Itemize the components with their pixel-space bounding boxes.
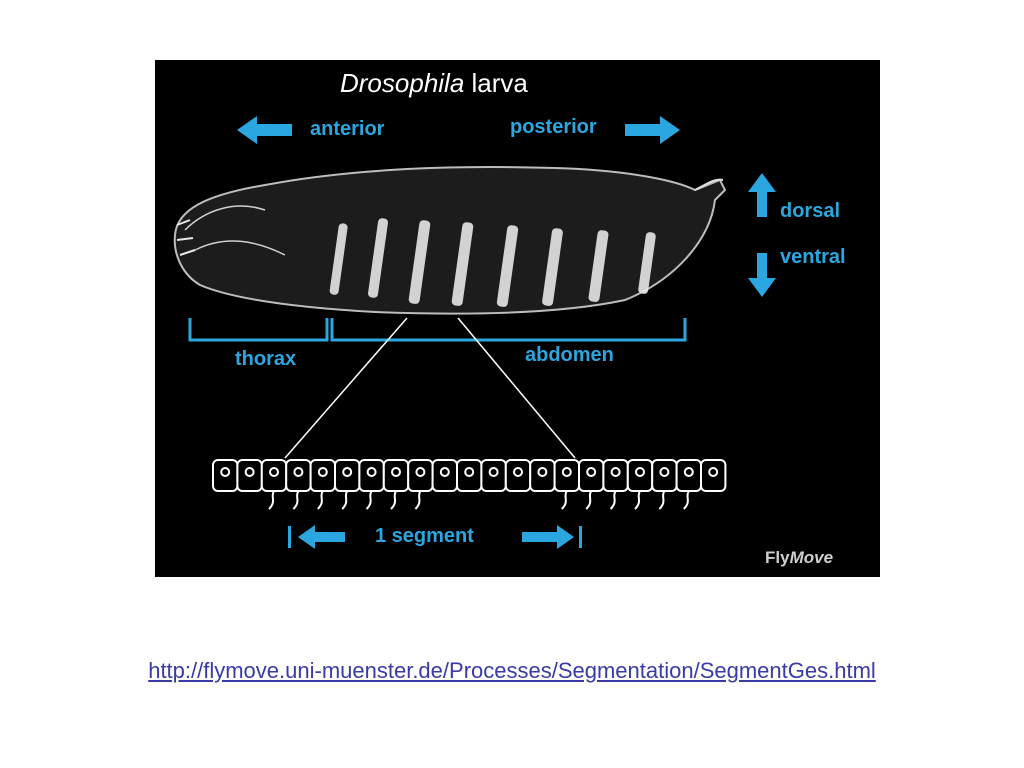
- segment-label: 1 segment: [375, 525, 474, 547]
- larva-diagram: [173, 116, 776, 549]
- posterior-label: posterior: [510, 116, 597, 138]
- title-normal: larva: [464, 68, 528, 98]
- denticle-hook: [585, 490, 593, 510]
- abdomen-bracket: [330, 318, 687, 342]
- denticle-hook: [292, 490, 300, 510]
- cell-nucleus: [659, 467, 670, 477]
- anterior-arrow-icon: [237, 116, 292, 144]
- segment-left-arrow-icon: [298, 525, 345, 549]
- denticle-hook: [317, 490, 324, 510]
- source-link[interactable]: http://flymove.uni-muenster.de/Processes…: [148, 658, 876, 683]
- larva-body: [173, 165, 727, 315]
- flymove-credit: FlyMove: [765, 548, 833, 568]
- cell-nucleus: [586, 467, 597, 477]
- posterior-arrow-icon: [625, 116, 680, 144]
- cell-nucleus: [513, 467, 523, 477]
- denticle-hook: [365, 490, 373, 510]
- cell-nucleus: [635, 467, 645, 477]
- segment-right-arrow-icon: [522, 525, 574, 549]
- figure-title: Drosophila larva: [340, 70, 528, 96]
- larva-figure: Drosophila larva anterior posterior dors…: [155, 60, 880, 577]
- segment-right-bar: [579, 526, 582, 548]
- cell-nucleus: [391, 467, 401, 477]
- zoom-lines: [284, 317, 576, 459]
- denticle-hook: [634, 490, 641, 510]
- ventral-arrow-icon: [748, 253, 776, 297]
- cell-nucleus: [708, 467, 719, 477]
- denticle-bands: [329, 218, 656, 307]
- denticle-hook: [268, 490, 275, 510]
- dorsal-arrow-icon: [748, 173, 776, 217]
- cell-nucleus: [269, 467, 279, 477]
- cell-nucleus: [561, 467, 572, 477]
- denticle-hook: [609, 490, 617, 510]
- cell-nucleus: [464, 467, 475, 477]
- thorax-bracket: [188, 318, 329, 342]
- cell-nucleus: [610, 467, 621, 477]
- denticle-hook: [414, 490, 422, 510]
- cell-nucleus: [293, 467, 304, 477]
- anterior-label: anterior: [310, 118, 385, 140]
- cell-nucleus: [683, 467, 694, 477]
- credit-normal: Fly: [765, 548, 790, 567]
- denticle-hook: [341, 490, 349, 510]
- thorax-label: thorax: [235, 348, 297, 370]
- cell-nucleus: [342, 467, 353, 477]
- ventral-label: ventral: [780, 246, 846, 268]
- cell-nucleus: [220, 467, 231, 477]
- dorsal-label: dorsal: [780, 200, 841, 222]
- cell-nucleus: [366, 467, 377, 477]
- abdomen-label: abdomen: [525, 344, 614, 366]
- segment-left-bar: [288, 526, 291, 548]
- credit-italic: Move: [789, 548, 834, 567]
- denticle-hook: [561, 490, 568, 510]
- denticle-hook: [683, 490, 690, 510]
- cell-nucleus: [317, 467, 328, 477]
- denticle-hook: [658, 490, 666, 510]
- cell-nucleus: [415, 467, 426, 477]
- cell-nucleus: [537, 467, 548, 477]
- cell-nucleus: [244, 467, 255, 477]
- cell-nucleus: [439, 467, 450, 477]
- denticle-hook: [390, 490, 397, 510]
- title-italic: Drosophila: [340, 68, 465, 98]
- cell-nucleus: [488, 467, 499, 477]
- cell-row: [212, 459, 727, 510]
